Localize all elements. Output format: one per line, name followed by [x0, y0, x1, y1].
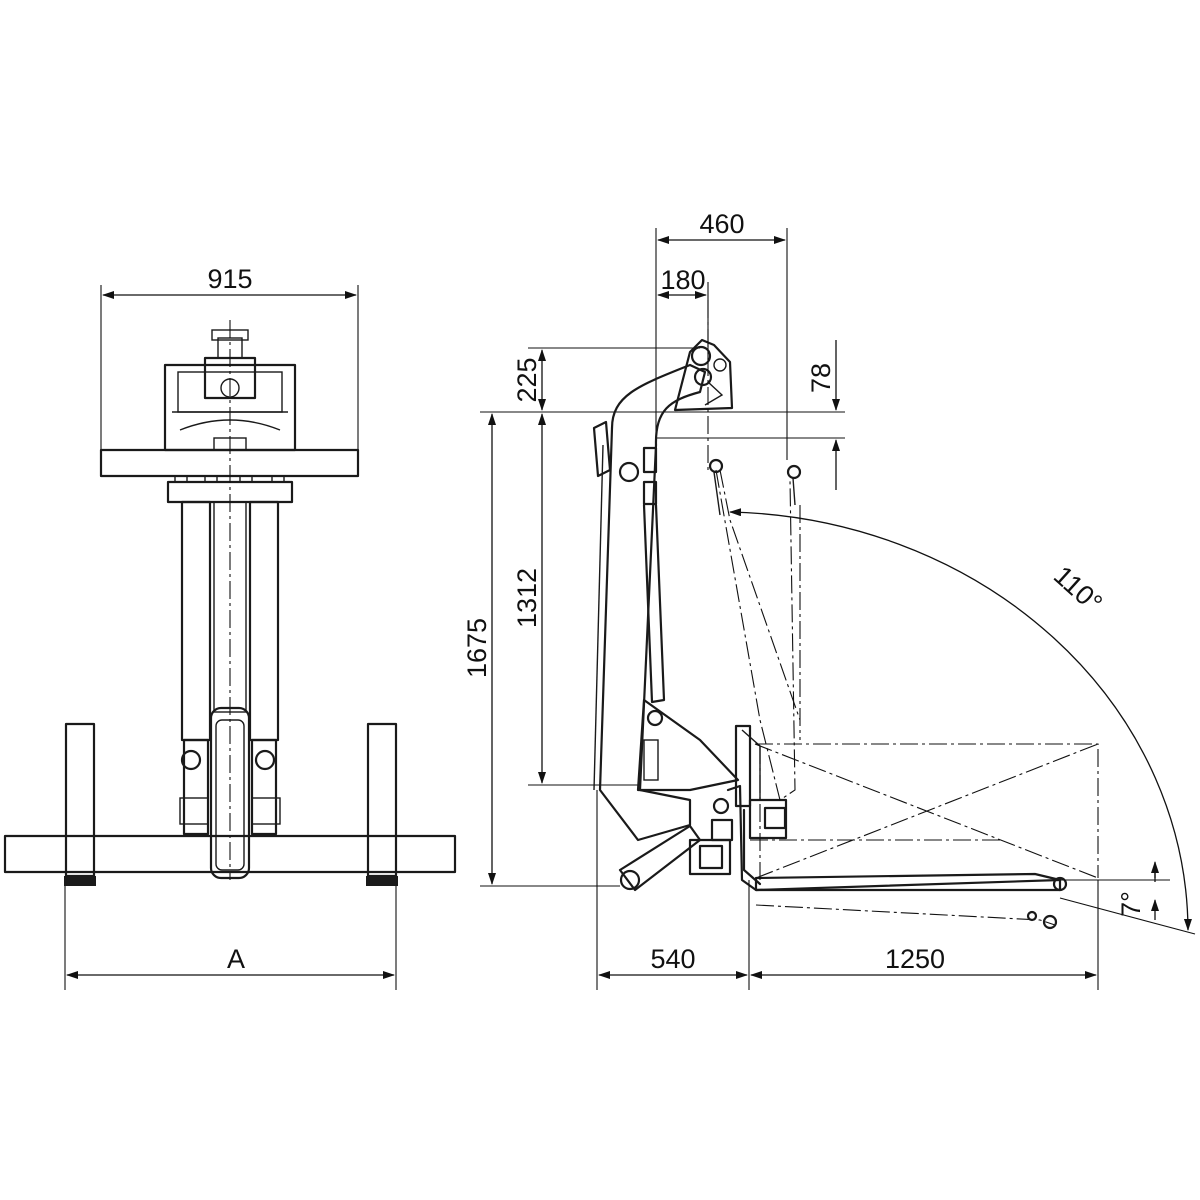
- column-height-label: 1312: [512, 568, 542, 628]
- top-offset-label: 78: [806, 363, 836, 393]
- fork-length-label: 1250: [885, 944, 945, 974]
- base-depth-label: 540: [650, 944, 695, 974]
- head-height-label: 225: [512, 357, 542, 402]
- rotation-angle-label: 110°: [1048, 560, 1108, 618]
- top-width-label: 460: [699, 209, 744, 239]
- width-dimension-label: 915: [207, 264, 252, 294]
- hook-offset-label: 180: [660, 265, 705, 295]
- overall-height-label: 1675: [462, 618, 492, 678]
- side-view: [480, 228, 1196, 990]
- tilt-angle-label: 7°: [1116, 891, 1146, 917]
- front-view: [3, 285, 457, 990]
- base-width-label: A: [227, 944, 245, 974]
